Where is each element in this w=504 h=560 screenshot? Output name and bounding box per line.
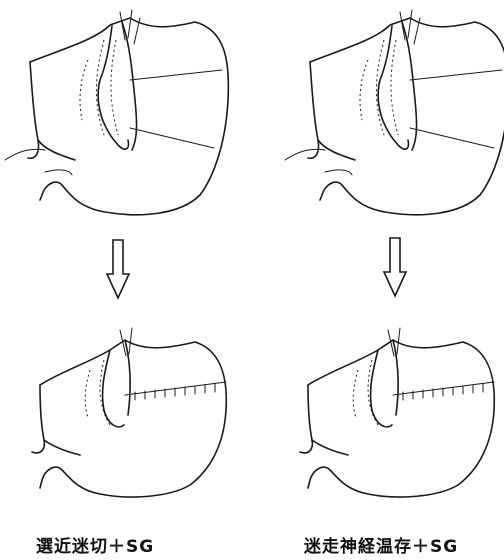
stomach-before-right xyxy=(285,10,504,215)
caption-left: 選近迷切＋SG xyxy=(36,532,154,557)
caption-right: 迷走神経温存＋SG xyxy=(304,532,458,557)
stomach-after-left xyxy=(32,328,226,497)
stomach-before-left xyxy=(5,10,228,215)
stomach-after-right xyxy=(300,328,494,497)
down-arrow-left xyxy=(107,240,129,298)
down-arrow-right xyxy=(384,238,406,296)
